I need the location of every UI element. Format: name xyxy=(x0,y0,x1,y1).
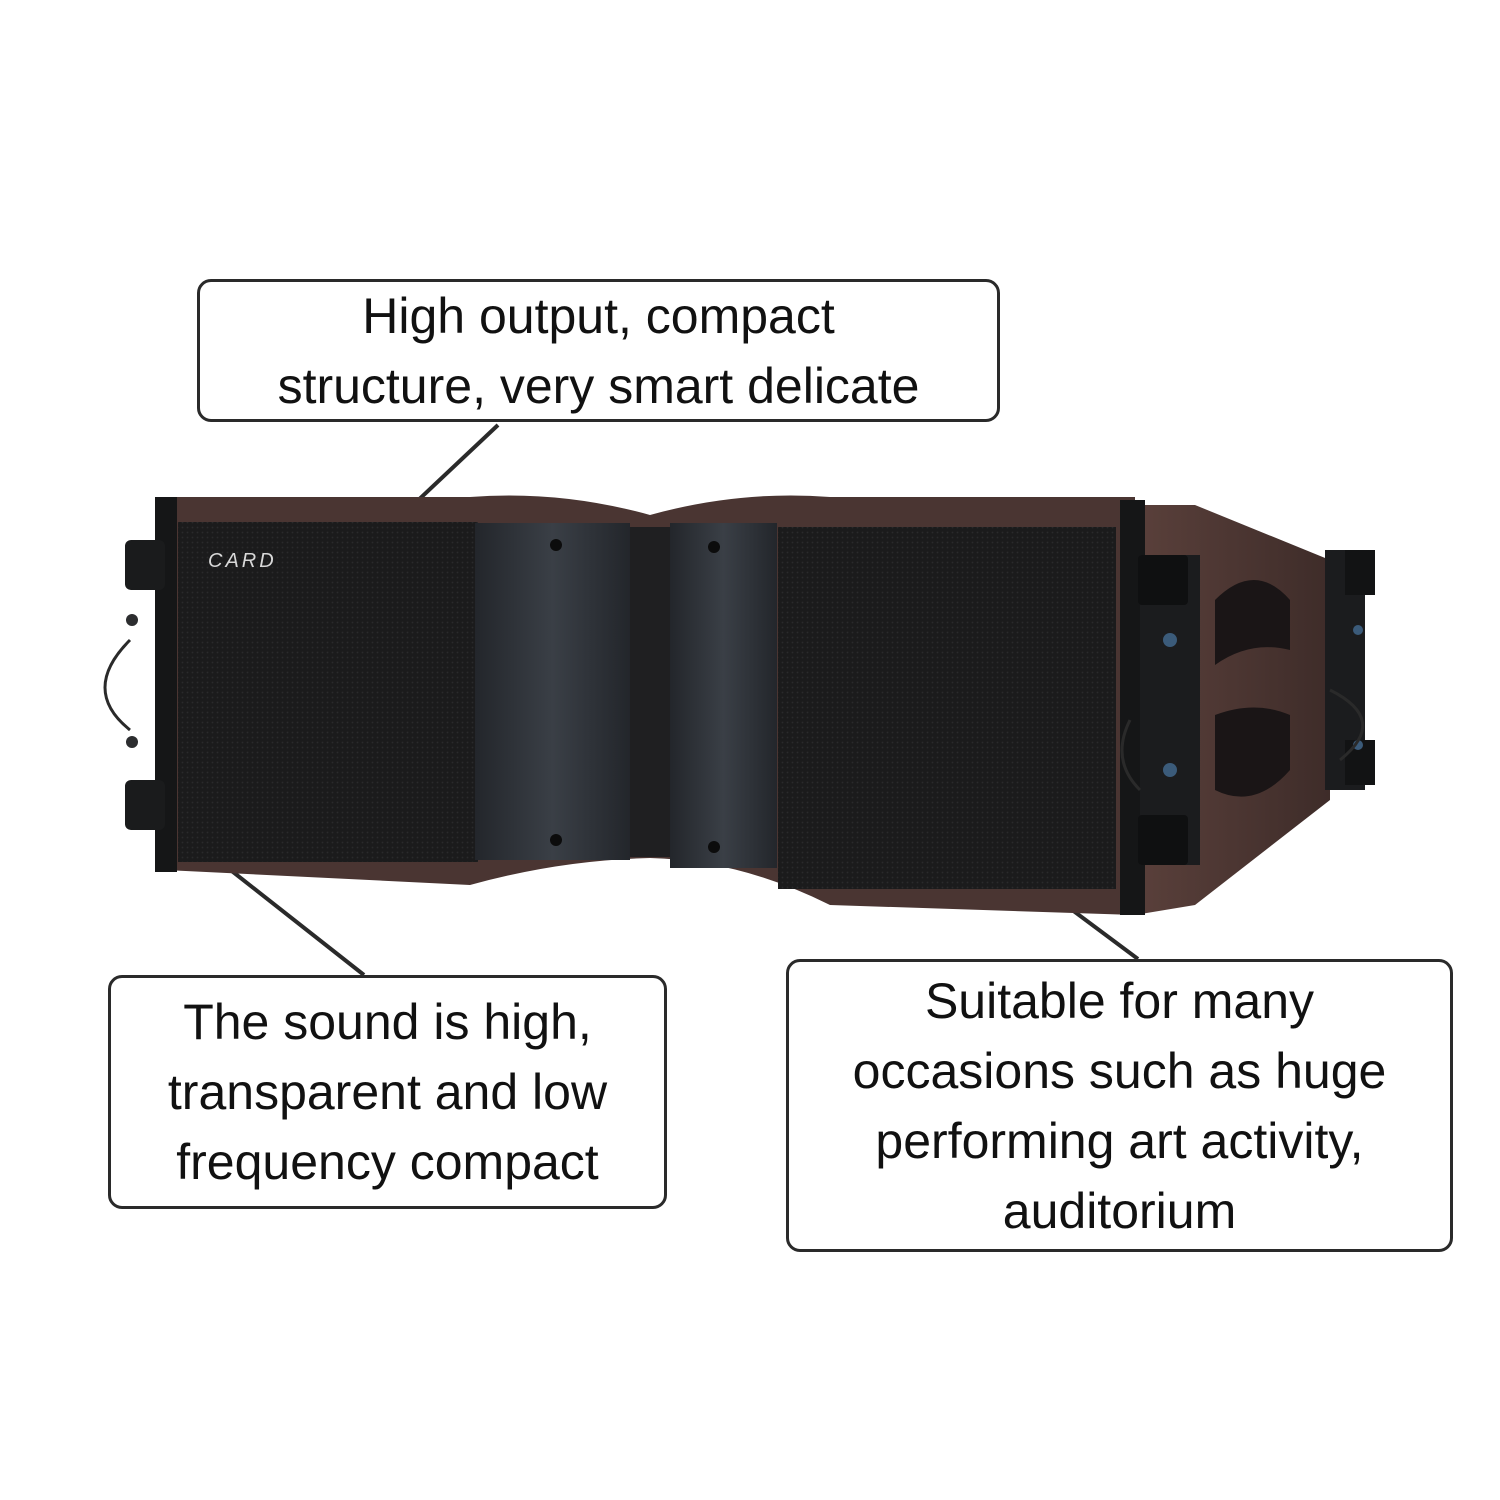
callout-left-line: transparent and low xyxy=(167,1064,608,1120)
callout-top-text: High output, compact structure, very sma… xyxy=(278,281,920,421)
callout-right-line: occasions such as huge xyxy=(852,1042,1387,1099)
cabinet-front xyxy=(165,495,1135,915)
leader-line-left xyxy=(226,866,366,977)
right-rigging-hardware xyxy=(1120,500,1375,915)
callout-right-line: auditorium xyxy=(1002,1182,1237,1239)
left-rigging-hardware xyxy=(103,497,177,872)
right-grille xyxy=(778,527,1116,889)
callout-right: Suitable for many occasions such as huge… xyxy=(786,959,1453,1252)
callout-left-line: frequency compact xyxy=(176,1134,599,1190)
callout-left: The sound is high, transparent and low f… xyxy=(108,975,667,1209)
callout-right-line: Suitable for many xyxy=(924,972,1315,1029)
waveguide-panel-right xyxy=(670,523,777,868)
callout-left-text: The sound is high, transparent and low f… xyxy=(168,987,607,1197)
waveguide-panel-left xyxy=(475,523,630,860)
callout-right-line: performing art activity, xyxy=(875,1112,1364,1169)
callout-left-line: The sound is high, xyxy=(183,994,592,1050)
left-grille xyxy=(178,522,478,862)
callout-top: High output, compact structure, very sma… xyxy=(197,279,1000,422)
brand-logo: CARD xyxy=(208,550,277,572)
callout-right-text: Suitable for many occasions such as huge… xyxy=(853,966,1387,1246)
callout-top-line: High output, compact xyxy=(362,287,835,344)
callout-top-line: structure, very smart delicate xyxy=(277,357,920,414)
